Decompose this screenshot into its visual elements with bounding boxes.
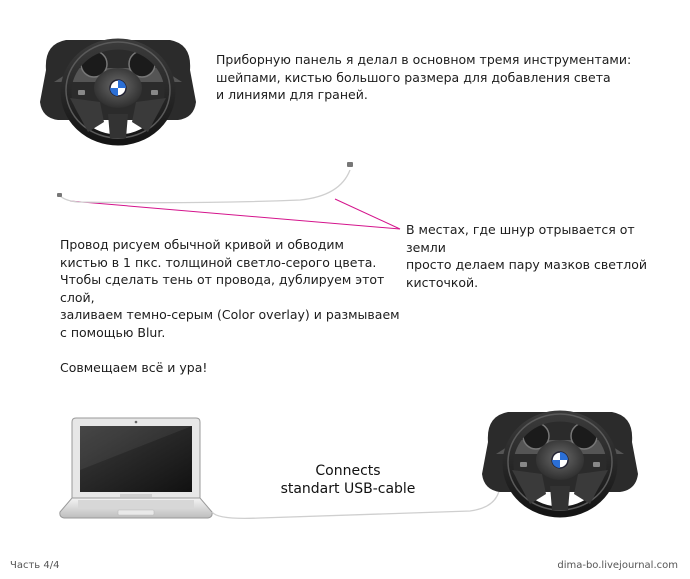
steering-wheel-icon <box>482 410 638 518</box>
wire-sample <box>57 162 353 204</box>
dashboard-note: Приборную панель я делал в основном трем… <box>216 52 632 102</box>
wire-note: Провод рисуем обычной кривой и обводим к… <box>60 237 400 340</box>
cable-shadow-note: В местах, где шнур отрывается от земли п… <box>406 222 647 290</box>
footer-part-label: Часть 4/4 <box>10 560 60 571</box>
connects-caption: Connects standart USB-cable <box>280 463 416 497</box>
usb-plug-icon <box>57 193 62 197</box>
laptop-icon <box>59 417 213 519</box>
steering-wheel-icon <box>40 38 196 146</box>
combine-note: Совмещаем всё и ура! <box>60 360 208 375</box>
pointer-lines <box>69 198 401 230</box>
footer-site-link[interactable]: dima-bo.livejournal.com <box>557 560 678 571</box>
